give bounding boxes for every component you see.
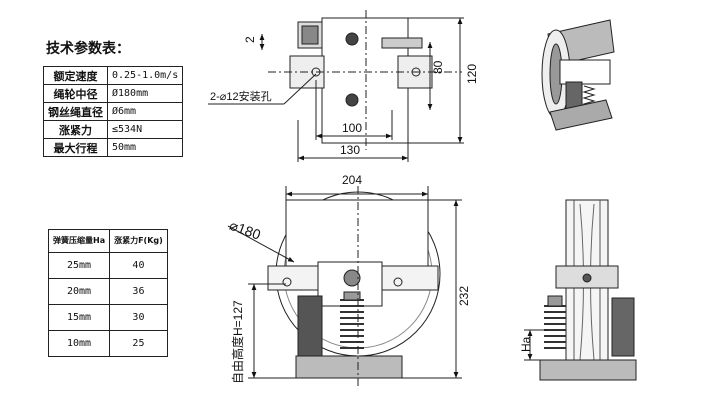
iso-bracket bbox=[559, 59, 611, 85]
spec-label: 绳轮中径 bbox=[43, 84, 108, 103]
top-mounting-plate bbox=[321, 17, 409, 144]
side-switch bbox=[611, 297, 635, 357]
side-base bbox=[539, 359, 637, 381]
front-view bbox=[227, 186, 462, 386]
iso-view bbox=[541, 19, 615, 131]
height-label: 自由高度H=127 bbox=[230, 300, 245, 384]
spring-ha: 25mm bbox=[47, 252, 111, 279]
top-bracket bbox=[381, 37, 423, 49]
hole-leader bbox=[283, 73, 317, 105]
dim-ha-text: Ha bbox=[519, 336, 533, 352]
side-spring-cap bbox=[547, 295, 563, 307]
top-bolt-right bbox=[411, 67, 421, 77]
spec-label: 最大行程 bbox=[43, 138, 108, 157]
spring-header-f: 涨紧力F(Kg) bbox=[109, 229, 168, 253]
spring-ha: 15mm bbox=[47, 304, 111, 331]
iso-base bbox=[549, 99, 613, 131]
front-hub bbox=[343, 269, 361, 287]
side-spring bbox=[544, 305, 566, 349]
dim-100-text: 100 bbox=[342, 121, 362, 135]
hole-label: 2-⌀12安装孔 bbox=[210, 89, 272, 103]
front-top-plate bbox=[285, 199, 429, 271]
spring-f: 36 bbox=[109, 278, 168, 305]
side-hub bbox=[582, 273, 592, 283]
spec-row: 涨紧力≤534N bbox=[43, 120, 184, 139]
dim-180-leader bbox=[227, 225, 295, 263]
front-base bbox=[295, 355, 403, 379]
dim-2-text: 2 bbox=[243, 36, 257, 43]
dim-232-text: 232 bbox=[457, 286, 471, 306]
spec-title: 技术参数表： bbox=[46, 41, 130, 57]
spec-value: 50mm bbox=[106, 138, 184, 157]
spring-f: 30 bbox=[109, 304, 168, 331]
spring-header-ha: 弹簧压缩量Ha bbox=[47, 229, 111, 253]
top-hub-core bbox=[301, 25, 319, 45]
front-spring bbox=[340, 299, 364, 349]
iso-spring bbox=[582, 85, 596, 108]
dim-80-text: 80 bbox=[431, 60, 445, 74]
dim-180-text: ⌀180 bbox=[227, 217, 263, 243]
front-bolt-left bbox=[282, 277, 292, 287]
top-bolt-left bbox=[311, 67, 321, 77]
spring-f: 40 bbox=[109, 252, 168, 279]
side-view bbox=[524, 199, 637, 381]
spring-f: 25 bbox=[109, 330, 168, 357]
top-view bbox=[208, 10, 464, 162]
front-bolt-right bbox=[393, 277, 403, 287]
dim-204-text: 204 bbox=[342, 173, 362, 187]
dim-120-text: 120 bbox=[465, 64, 479, 84]
spring-header-row: 弹簧压缩量Ha 涨紧力F(Kg) bbox=[47, 229, 168, 253]
dim-130-text: 130 bbox=[340, 143, 360, 157]
spring-ha: 10mm bbox=[47, 330, 111, 357]
front-spring-cap bbox=[343, 291, 361, 301]
front-switch bbox=[297, 295, 323, 357]
top-hole-lower bbox=[345, 93, 359, 107]
top-hole-upper bbox=[345, 32, 359, 46]
